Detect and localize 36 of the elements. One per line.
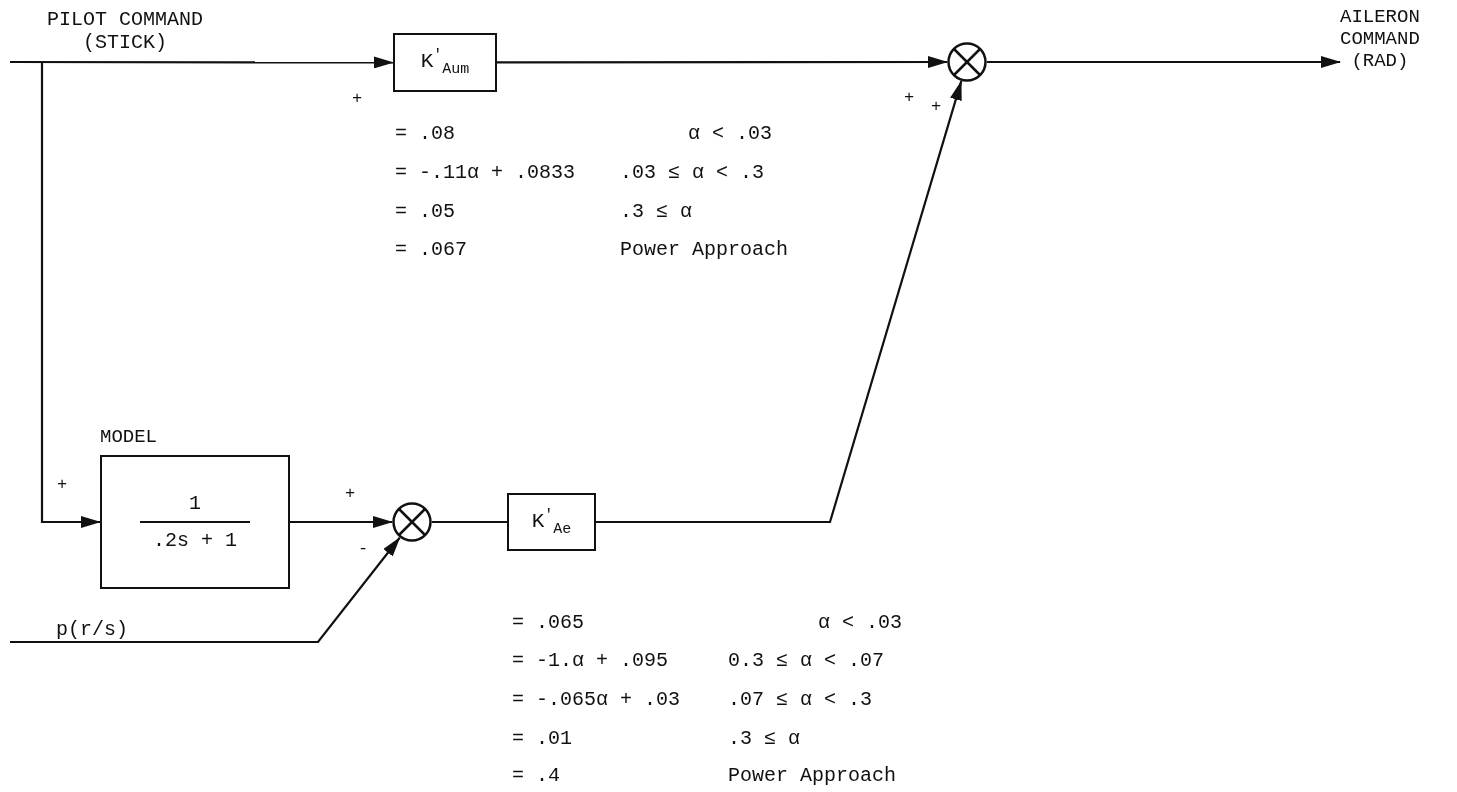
condition-text: Power Approach	[620, 240, 789, 260]
signal-arrow	[10, 536, 401, 644]
condition-text: α < .03	[688, 124, 772, 144]
signal-arrow	[596, 80, 963, 524]
summing-junction	[947, 42, 987, 82]
condition-text: .07 ≤ α < .3	[728, 690, 873, 710]
numerator: 1	[189, 492, 201, 515]
gain-value: = -.11α + .0833	[395, 163, 576, 183]
output-label: AILERON COMMAND (RAD)	[1340, 7, 1420, 73]
gain-value: = -.065α + .03	[512, 690, 681, 710]
condition-text: .3 ≤ α	[728, 729, 800, 749]
signal-line	[432, 520, 507, 524]
gain-block	[393, 33, 497, 92]
gain-value: = .05	[395, 202, 455, 222]
gain-value: = .067	[395, 240, 467, 260]
summing-junction	[392, 502, 432, 542]
input-label: p(r/s)	[56, 618, 129, 641]
signal-arrow	[987, 56, 1341, 68]
gain-value: = .4	[512, 766, 560, 786]
condition-text: .03 ≤ α < .3	[620, 163, 765, 183]
condition-text: α < .03	[818, 613, 902, 633]
gain-value: = -1.α + .095	[512, 651, 669, 671]
signal-arrow	[290, 516, 393, 528]
condition-text: .3 ≤ α	[620, 202, 692, 222]
condition-text: Power Approach	[728, 766, 897, 786]
gain-value: = .065	[512, 613, 584, 633]
signal-arrow	[497, 56, 948, 69]
input-label: PILOT COMMAND (STICK)	[46, 8, 204, 54]
gain-value: = .08	[395, 124, 455, 144]
signal-arrow	[40, 62, 101, 528]
denominator: .2s + 1	[153, 529, 237, 552]
condition-text: 0.3 ≤ α < .07	[728, 651, 885, 671]
gain-block	[507, 493, 596, 551]
block-title: MODEL	[100, 426, 157, 448]
signal-arrow	[10, 56, 394, 69]
gain-value: = .01	[512, 729, 572, 749]
